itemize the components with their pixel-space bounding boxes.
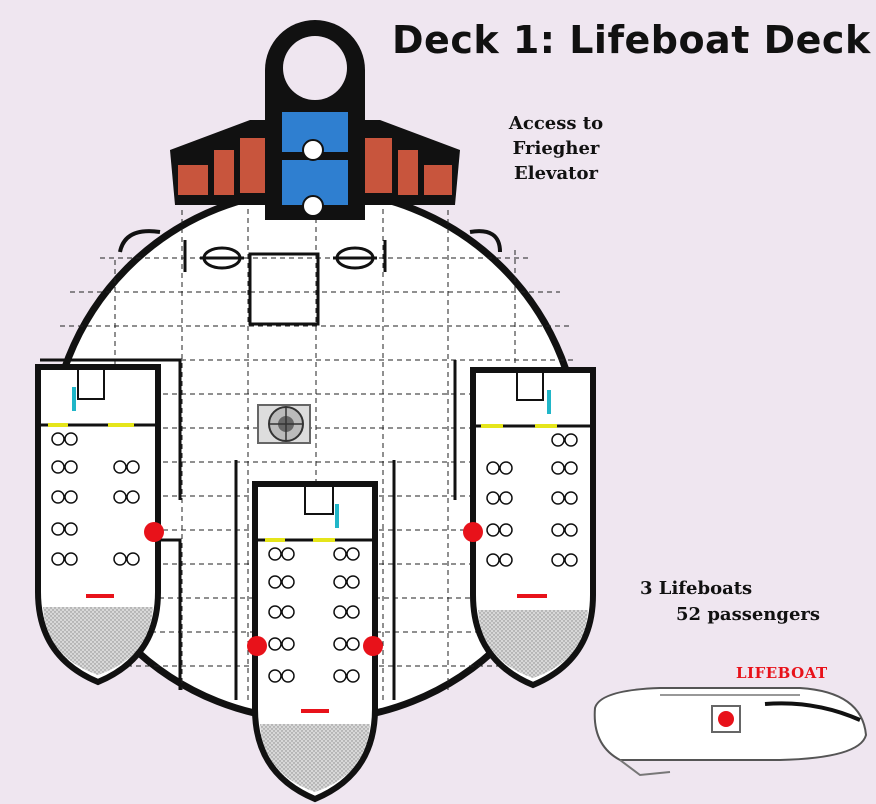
toilet-icon <box>77 368 105 400</box>
elevator-icon <box>302 139 324 161</box>
lifeboat-count: 3 Lifeboats <box>640 578 753 599</box>
lifeboat-right <box>463 367 596 689</box>
access-label-line-1: Access to <box>508 113 604 134</box>
access-label-line-2: Friegher <box>512 138 600 159</box>
ladder-hatch-icon <box>257 404 311 444</box>
passenger-count: 52 passengers <box>676 604 821 625</box>
access-label-line-3: Elevator <box>514 163 598 184</box>
lifeboat-side-view <box>593 687 868 777</box>
lifeboat-center <box>247 481 383 803</box>
lifeboat-side-label: LIFEBOAT <box>736 664 828 682</box>
elevator-tower <box>170 20 460 220</box>
deck-fixtures <box>183 240 387 326</box>
seat-icon <box>51 432 140 566</box>
lifeboat-bays <box>40 358 457 700</box>
lifeboat-left <box>35 364 164 686</box>
page-title: Deck 1: Lifeboat Deck <box>392 18 871 62</box>
airlock-icon <box>144 522 164 542</box>
access-elevator-label: Access to Friegher Elevator <box>496 111 616 186</box>
